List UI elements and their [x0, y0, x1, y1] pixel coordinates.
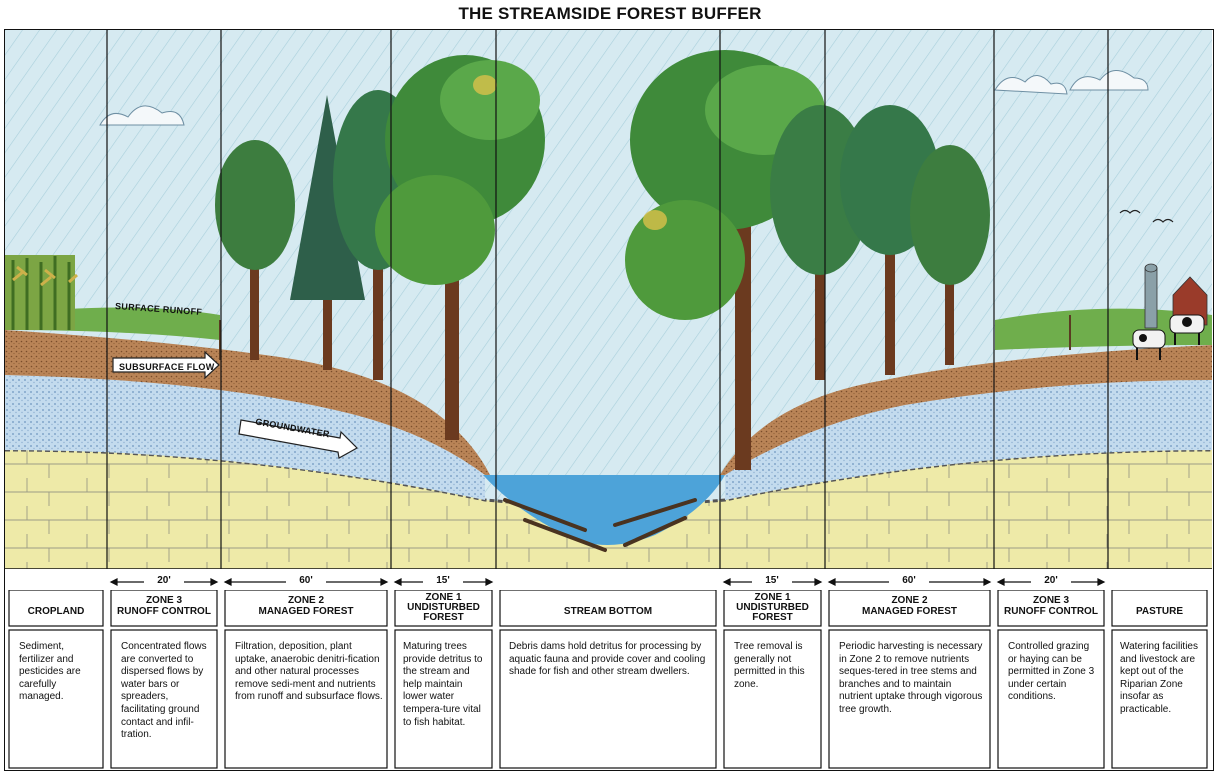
cornfield: [5, 255, 78, 330]
zone-dividers: [106, 30, 1109, 569]
zone1-right-width: 15': [752, 575, 792, 586]
diagram-frame: SURFACE RUNOFF SUBSURFACE FLOW GROUNDWAT…: [4, 29, 1214, 771]
text-zone3-left: Concentrated flows are converted to disp…: [121, 641, 207, 741]
text-cropland: Sediment, fertilizer and pesticides are …: [19, 641, 81, 703]
text-stream-bottom: Debris dams hold detritus for processing…: [509, 641, 706, 678]
text-zone3-right: Controlled grazing or haying can be perm…: [1008, 641, 1095, 703]
text-pasture: Watering facilities and livestock are ke…: [1120, 641, 1198, 715]
farm-buildings: [1144, 263, 1208, 329]
groundwater-right: [725, 380, 1212, 500]
groundwater-arrow: [238, 419, 358, 459]
heading-zone2-right: ZONE 2 MANAGED FOREST: [862, 595, 957, 617]
bird-icon: [1119, 209, 1141, 214]
diagram-title: THE STREAMSIDE FOREST BUFFER: [458, 4, 762, 23]
bird-icon: [1152, 218, 1174, 223]
zone1-left-width: 15': [423, 575, 463, 586]
heading-cropland: CROPLAND: [27, 606, 85, 617]
cloud: [99, 105, 185, 126]
cows: [1132, 314, 1205, 360]
heading-zone1-left: ZONE 1 UNDISTURBED FOREST: [407, 592, 480, 623]
zone2-left-width: 60': [286, 575, 326, 586]
heading-zone1-right: ZONE 1 UNDISTURBED FOREST: [736, 592, 809, 623]
text-zone2-left: Filtration, deposition, plant uptake, an…: [235, 641, 383, 703]
zone3-right-width: 20': [1031, 575, 1071, 586]
heading-zone3-left: ZONE 3 RUNOFF CONTROL: [117, 595, 211, 617]
cloud: [994, 75, 1068, 95]
debris-dam: [503, 498, 697, 552]
text-zone1-left: Maturing trees provide detritus to the s…: [403, 641, 483, 728]
groundwater-left: [5, 375, 485, 500]
heading-pasture: PASTURE: [1135, 606, 1184, 617]
bedrock: [5, 450, 1212, 569]
soil-right: [720, 345, 1212, 475]
text-zone2-right: Periodic harvesting is necessary in Zone…: [839, 641, 983, 715]
forest-right: [625, 50, 990, 470]
illustration: [5, 30, 1212, 569]
zone2-right-width: 60': [889, 575, 929, 586]
zone3-left-width: 20': [144, 575, 184, 586]
subsurface-flow-label: SUBSURFACE FLOW: [119, 362, 215, 372]
cloud: [1069, 70, 1149, 91]
text-zone1-right: Tree removal is generally not permitted …: [734, 641, 805, 690]
subsurface-flow-arrow: [112, 350, 220, 380]
heading-stream-bottom: STREAM BOTTOM: [563, 606, 653, 617]
forest-left: [215, 55, 545, 440]
description-boxes: [8, 590, 1208, 769]
heading-zone2-left: ZONE 2 MANAGED FOREST: [258, 595, 354, 617]
heading-zone3-right: ZONE 3 RUNOFF CONTROL: [1004, 595, 1098, 617]
